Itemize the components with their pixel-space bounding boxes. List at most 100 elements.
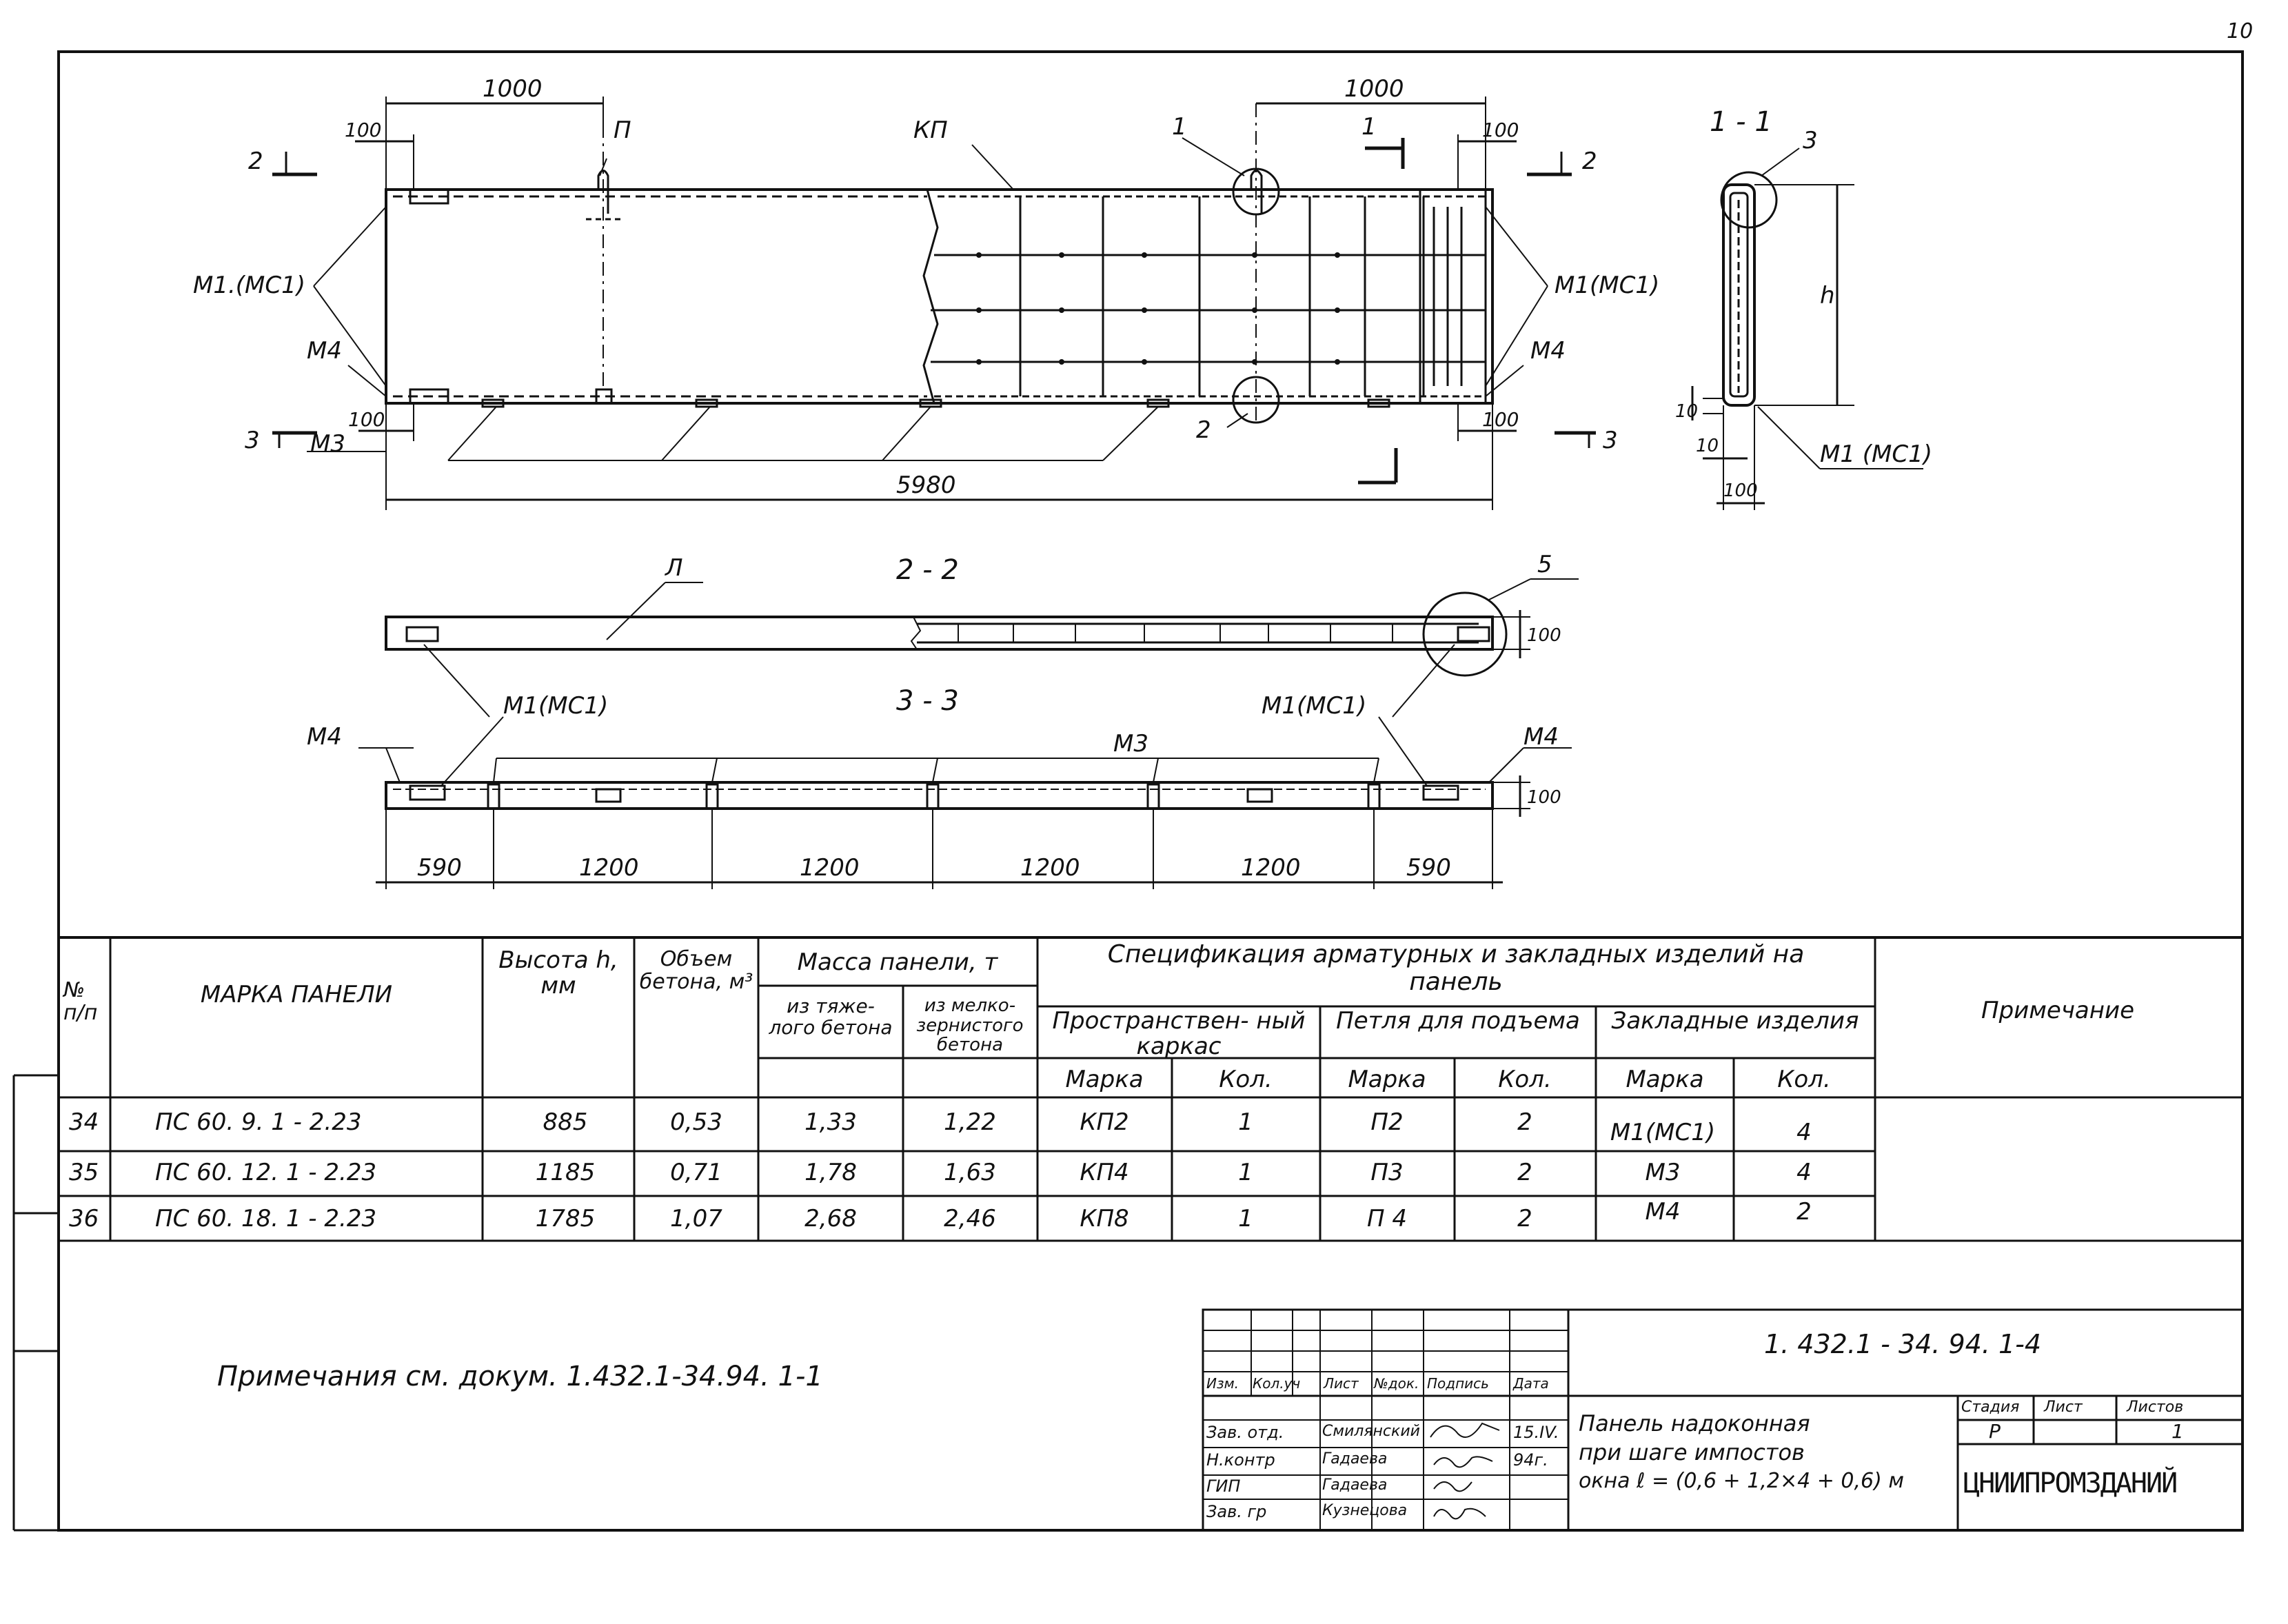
header-embedded: Закладные изделия bbox=[1611, 1007, 1859, 1035]
label-2: 2 bbox=[1196, 416, 1211, 444]
section-1-1-title: 1 - 1 bbox=[1710, 106, 1772, 138]
name-1: Гадаева bbox=[1322, 1450, 1388, 1468]
section-3-3-title: 3 - 3 bbox=[896, 685, 959, 717]
row-loop: П3 bbox=[1370, 1159, 1404, 1186]
section-3-3-dim-4: 1200 bbox=[1241, 854, 1301, 882]
row-mass-fine: 2,46 bbox=[944, 1205, 996, 1232]
embedded-mark-0: М1(МС1) bbox=[1610, 1119, 1716, 1146]
section-marker-2-right: 2 bbox=[1582, 148, 1597, 175]
header-loop-mark: Марка bbox=[1348, 1066, 1426, 1093]
section-3-3-m1-left: М1(МС1) bbox=[503, 692, 608, 720]
section-1-1 bbox=[1691, 148, 1923, 510]
section-2-2-dim100: 100 bbox=[1527, 625, 1561, 646]
row-mark: ПС 60. 18. 1 - 2.23 bbox=[155, 1205, 377, 1232]
sheets-head: Листов bbox=[2127, 1399, 2184, 1416]
header-note: Примечание bbox=[1981, 997, 2134, 1024]
row-mass-fine: 1,63 bbox=[944, 1159, 996, 1186]
title-line-1: при шаге импостов bbox=[1579, 1439, 1805, 1465]
label-m4-left: М4 bbox=[307, 337, 342, 365]
embedded-qty-1: 4 bbox=[1796, 1159, 1812, 1186]
name-2: Гадаева bbox=[1322, 1476, 1388, 1494]
section-3-3-dim-3: 1200 bbox=[1020, 854, 1080, 882]
dim-overall: 5980 bbox=[896, 471, 956, 499]
head-ndok: №док. bbox=[1374, 1375, 1419, 1392]
section-3-3-m4-right: М4 bbox=[1523, 723, 1559, 751]
head-podpis: Подпись bbox=[1427, 1375, 1489, 1392]
panel-elevation bbox=[385, 103, 1494, 424]
embedded-mark-2: М4 bbox=[1645, 1198, 1681, 1226]
row-height: 1785 bbox=[535, 1205, 596, 1232]
spec-table-grid bbox=[59, 937, 2243, 1242]
section-2-2-label-l: Л bbox=[664, 554, 683, 582]
row-mass-heavy: 2,68 bbox=[804, 1205, 857, 1232]
dim-100-left-bottom: 100 bbox=[348, 408, 385, 431]
row-mass-heavy: 1,33 bbox=[804, 1108, 857, 1136]
row-height: 1185 bbox=[535, 1159, 596, 1186]
doc-code: 1. 432.1 - 34. 94. 1-4 bbox=[1763, 1329, 2042, 1359]
header-embedded-mark: Марка bbox=[1626, 1066, 1704, 1093]
date-1: 94г. bbox=[1513, 1450, 1548, 1470]
header-frame: Пространствен- ный каркас bbox=[1052, 1007, 1306, 1061]
section-1-1-dim10-a: 10 bbox=[1675, 401, 1698, 422]
row-frame-qty: 1 bbox=[1238, 1108, 1253, 1136]
section-1-1-label-m1: М1 (МС1) bbox=[1820, 440, 1932, 468]
embedded-qty-0: 4 bbox=[1796, 1119, 1812, 1146]
row-mark: ПС 60. 12. 1 - 2.23 bbox=[155, 1159, 377, 1186]
section-3-3-dim-1: 1200 bbox=[579, 854, 639, 882]
section-1-1-label-3: 3 bbox=[1803, 127, 1818, 154]
dim-1000-right: 1000 bbox=[1344, 75, 1404, 103]
row-frame: КП8 bbox=[1080, 1205, 1129, 1232]
organization-name: ЦНИИПРОМЗДАНИЙ bbox=[1963, 1468, 2178, 1499]
sheet-head: Лист bbox=[2044, 1399, 2083, 1416]
section-3-3-m3: М3 bbox=[1113, 730, 1148, 758]
header-mass: Масса панели, т bbox=[797, 948, 998, 976]
row-no: 34 bbox=[69, 1108, 99, 1136]
section-1-1-label-h: h bbox=[1820, 282, 1835, 309]
row-no: 36 bbox=[69, 1205, 99, 1232]
header-loop: Петля для подъема bbox=[1336, 1007, 1580, 1035]
role-0: Зав. отд. bbox=[1206, 1423, 1284, 1442]
stage-value: Р bbox=[1989, 1420, 2001, 1443]
label-m1-left: М1.(МС1) bbox=[193, 272, 305, 299]
dim-100-left: 100 bbox=[345, 119, 381, 141]
section-3-3-dim-0: 590 bbox=[417, 854, 462, 882]
label-1: 1 bbox=[1172, 113, 1187, 141]
role-3: Зав. гр bbox=[1206, 1502, 1267, 1521]
section-2-2 bbox=[385, 578, 1579, 718]
section-3-3-dim-5: 590 bbox=[1406, 854, 1451, 882]
header-spec: Спецификация арматурных и закладных изде… bbox=[1107, 940, 1805, 996]
section-marker-1-top: 1 bbox=[1361, 113, 1377, 141]
label-kp: КП bbox=[913, 116, 948, 144]
row-volume: 1,07 bbox=[670, 1205, 722, 1232]
row-loop-qty: 2 bbox=[1517, 1108, 1532, 1136]
section-3-3 bbox=[358, 716, 1572, 889]
header-embedded-qty: Кол. bbox=[1777, 1066, 1831, 1093]
role-2: ГИП bbox=[1206, 1476, 1241, 1496]
drawing-labels: 10 1000 100 1000 100 100 100 5980 П КП 1… bbox=[193, 19, 2253, 882]
row-frame-qty: 1 bbox=[1238, 1205, 1253, 1232]
header-loop-qty: Кол. bbox=[1498, 1066, 1552, 1093]
sheet-frame bbox=[57, 50, 2244, 1532]
row-volume: 0,71 bbox=[670, 1159, 722, 1186]
section-3-3-dim-2: 1200 bbox=[800, 854, 860, 882]
signature-marks bbox=[1430, 1422, 1500, 1520]
header-mass-fine: из мелко- зернистого бетона bbox=[916, 995, 1024, 1056]
row-frame: КП4 bbox=[1080, 1159, 1129, 1186]
row-frame: КП2 bbox=[1080, 1108, 1129, 1136]
head-data: Дата bbox=[1513, 1375, 1549, 1392]
dim-1000-left: 1000 bbox=[483, 75, 543, 103]
row-mark: ПС 60. 9. 1 - 2.23 bbox=[155, 1108, 362, 1136]
header-no: № п/п bbox=[63, 978, 98, 1025]
head-kol: Кол.уч bbox=[1253, 1375, 1301, 1392]
section-3-3-m4-left: М4 bbox=[307, 723, 342, 751]
header-frame-mark: Марка bbox=[1065, 1066, 1144, 1093]
dim-100-right-bottom: 100 bbox=[1482, 408, 1519, 431]
header-volume: Объем бетона, м³ bbox=[639, 947, 753, 994]
section-2-2-label-5: 5 bbox=[1537, 551, 1552, 578]
header-frame-qty: Кол. bbox=[1219, 1066, 1273, 1093]
row-volume: 0,53 bbox=[670, 1108, 722, 1136]
embedded-qty-2: 2 bbox=[1796, 1198, 1812, 1226]
row-height: 885 bbox=[543, 1108, 588, 1136]
section-2-2-title: 2 - 2 bbox=[896, 554, 959, 586]
row-mass-fine: 1,22 bbox=[944, 1108, 996, 1136]
